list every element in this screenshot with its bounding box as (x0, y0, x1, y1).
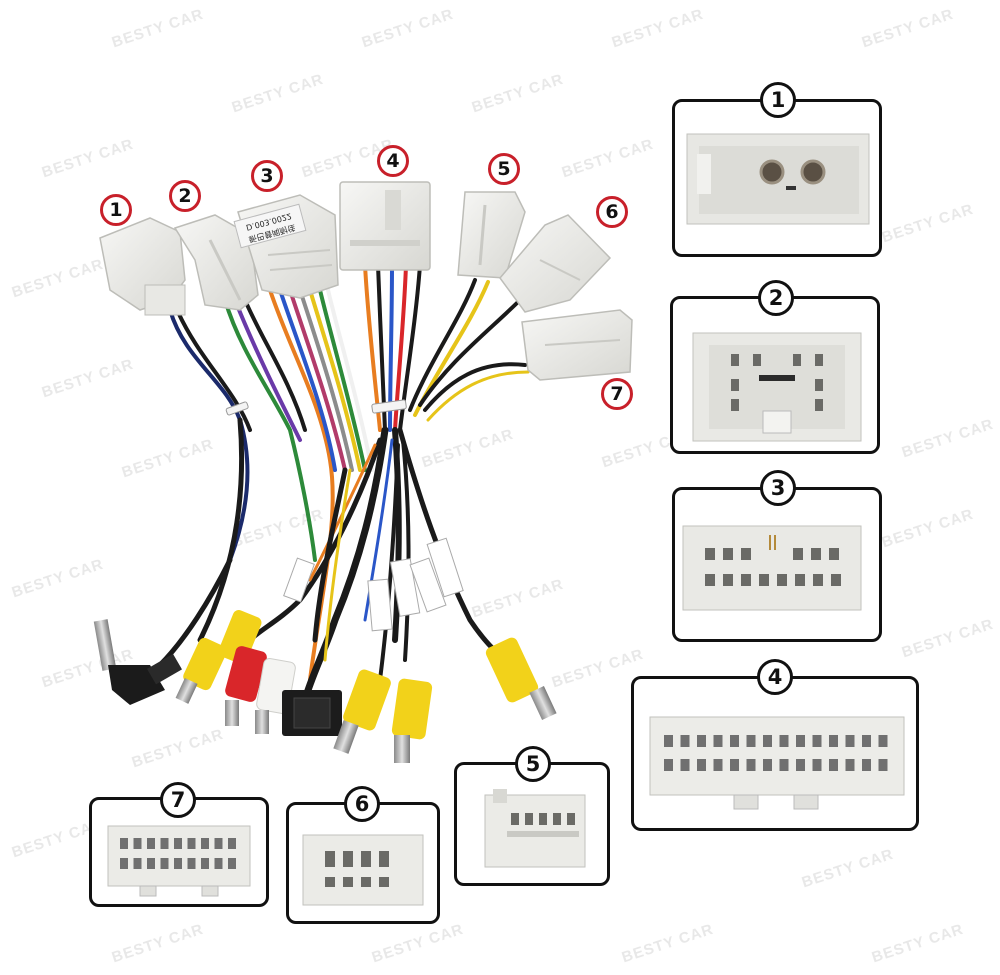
rca-plug-yellow-left (175, 637, 227, 704)
connector-detail-panel-3 (672, 487, 882, 642)
connector-pin (214, 838, 223, 849)
connector-3-face (682, 525, 862, 611)
connector-pin (147, 838, 155, 849)
connector-pin (796, 735, 805, 747)
connector-pin (680, 735, 690, 747)
connector-pin (120, 838, 128, 849)
connector-pin (160, 838, 169, 849)
connector-pin (174, 838, 182, 849)
connector-pin (133, 858, 142, 869)
connector-pin (746, 735, 756, 747)
harness-number-3: 3 (251, 160, 283, 192)
connector-pin (664, 735, 673, 747)
connector-pin (697, 735, 706, 747)
connector-pin (746, 759, 756, 771)
connector-6-face (302, 834, 424, 906)
connector-pin (763, 759, 772, 771)
connector-pin (664, 759, 673, 771)
connector-pin (174, 858, 182, 869)
harness-number-6: 6 (596, 196, 628, 228)
connector-5-face (484, 789, 586, 868)
connector-pin (829, 735, 838, 747)
connector-detail-panel-5 (454, 762, 610, 886)
connector-pin (214, 858, 223, 869)
connector-pin (160, 858, 169, 869)
connector-pin (730, 735, 739, 747)
connector-4-pins (664, 735, 888, 771)
connector-pin (730, 759, 739, 771)
panel-number-2: 2 (758, 280, 794, 316)
connector-detail-panel-4 (631, 676, 919, 831)
connector-pin (201, 858, 209, 869)
connector-pin (697, 759, 706, 771)
connector-pin (187, 858, 196, 869)
connector-pin (829, 759, 838, 771)
panel-number-6: 6 (344, 786, 380, 822)
rca-plug-yellow-right-1 (333, 669, 391, 754)
connector-pin (812, 759, 822, 771)
harness-number-5: 5 (488, 153, 520, 185)
harness-number-7: 7 (601, 378, 633, 410)
connector-pin (120, 858, 128, 869)
connector-pin (147, 858, 155, 869)
rca-plug-yellow-right-2 (391, 678, 433, 763)
connector-pin (228, 858, 236, 869)
connector-pin (713, 759, 723, 771)
cable-tie (371, 399, 407, 414)
connector-pin (779, 735, 789, 747)
harness-number-1: 1 (100, 194, 132, 226)
panel-number-1: 1 (760, 82, 796, 118)
harness-connector-1 (99, 217, 186, 316)
rca-plug-yellow-far-right (485, 637, 557, 720)
harness-number-2: 2 (169, 180, 201, 212)
harness-connector-6 (499, 214, 612, 313)
connector-pin (878, 735, 888, 747)
harness-connector-5 (457, 191, 526, 279)
rca-plug-red (225, 646, 267, 726)
connector-pin (845, 735, 855, 747)
connector-pin (845, 759, 855, 771)
connector-pin (779, 759, 789, 771)
connector-pin (812, 735, 822, 747)
panel-number-5: 5 (515, 746, 551, 782)
connector-pin (763, 735, 772, 747)
connector-pin (228, 838, 236, 849)
connector-7-pins (120, 838, 236, 869)
panel-number-7: 7 (160, 782, 196, 818)
cable-tie (225, 401, 249, 416)
connector-pin (201, 838, 209, 849)
antenna-plug (93, 619, 182, 705)
connector-pin (187, 838, 196, 849)
harness-connector-4 (339, 181, 431, 271)
connector-pin (713, 735, 723, 747)
connector-pin (878, 759, 888, 771)
connector-2-face (692, 332, 862, 442)
harness-connector-7 (521, 309, 633, 381)
black-multipin-plug (282, 690, 342, 736)
connector-pin (680, 759, 690, 771)
connector-detail-panel-6 (286, 802, 440, 924)
connector-detail-panel-2 (670, 296, 880, 454)
connector-7-face (107, 825, 251, 897)
connector-pin (862, 759, 871, 771)
rca-plug-yellow-left-2 (218, 610, 262, 664)
harness-number-4: 4 (377, 145, 409, 177)
connector-pin (796, 759, 805, 771)
wire-bundle (157, 263, 530, 704)
panel-number-4: 4 (757, 659, 793, 695)
connector-1-face (686, 133, 870, 225)
connector-4-face (649, 716, 905, 810)
panel-number-3: 3 (760, 470, 796, 506)
connector-pin (133, 838, 142, 849)
connector-pin (862, 735, 871, 747)
wire-tags (283, 537, 464, 632)
connector-detail-panel-1 (672, 99, 882, 257)
